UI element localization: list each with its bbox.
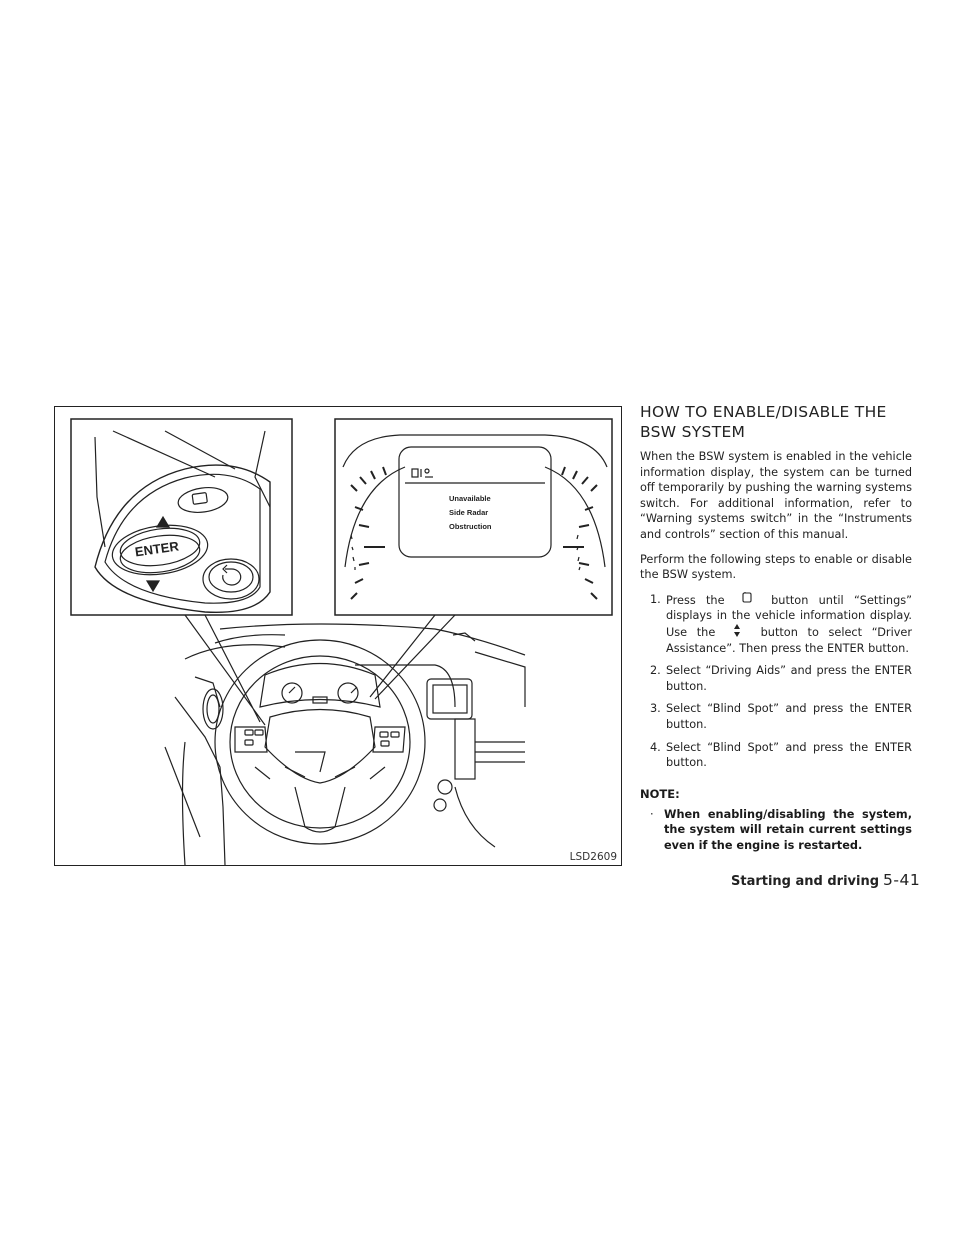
display-line-2: Side Radar [449,508,488,517]
step-text: Select “Blind Spot” and press the ENTER … [666,702,912,731]
menu-button-icon [191,492,208,505]
note-item: · When enabling/disabling the system, th… [640,807,912,854]
display-line-1: Unavailable [449,494,491,503]
note-bullet: · [650,807,654,821]
figure-id: LSD2609 [569,851,617,863]
steering-wheel [214,639,426,845]
bsw-indicator-icon [411,468,433,478]
steering-wheel-illustration: ENTER [70,418,613,866]
illustration-figure: ENTER [54,406,622,866]
step-text-part: Press the [666,593,725,607]
footer-page-number: 5-41 [883,871,921,889]
enter-button-label: ENTER [134,538,180,559]
steps-intro-paragraph: Perform the following steps to enable or… [640,552,912,582]
step-number: 2. [650,664,661,678]
section-heading-line-2: BSW SYSTEM [640,423,746,441]
step-item: 4. Select “Blind Spot” and press the ENT… [650,740,912,771]
steps-list: 1. Press the button until “Settings” dis… [640,591,912,771]
back-icon [222,564,242,586]
note-text: When enabling/disabling the system, the … [664,807,912,852]
step-item: 3. Select “Blind Spot” and press the ENT… [650,701,912,732]
step-text-part: button until “Settings” displays in the … [666,593,912,639]
step-item: 1. Press the button until “Settings” dis… [650,591,912,656]
section-text: HOW TO ENABLE/DISABLE THE BSW SYSTEM Whe… [640,402,912,853]
step-text: Select “Driving Aids” and press the ENTE… [666,664,912,693]
note-title: NOTE: [640,786,680,801]
up-arrow-icon [155,515,171,528]
step-number: 4. [650,740,661,754]
step-text: Select “Blind Spot” and press the ENTER … [666,740,912,770]
down-arrow-icon [145,580,161,593]
display-line-3: Obstruction [449,522,492,531]
section-heading: HOW TO ENABLE/DISABLE THE BSW SYSTEM [640,402,912,442]
step-item: 2. Select “Driving Aids” and press the E… [650,663,912,694]
switch-inset [70,418,293,616]
footer-section-name: Starting and driving [731,874,880,889]
display-inset [334,418,613,616]
switch-closeup: ENTER [94,430,271,614]
step-text-part: button to select “Driver Assistance”. Th… [666,625,912,655]
meter-cluster: Unavailable Side Radar Obstruction [342,434,608,600]
section-heading-line-1: HOW TO ENABLE/DISABLE THE [640,403,887,421]
step-number: 3. [650,702,661,716]
step-number: 1. [650,592,661,606]
up-down-arrows-icon [725,623,751,637]
dashboard [164,623,526,866]
intro-paragraph: When the BSW system is enabled in the ve… [640,450,912,541]
menu-button-icon [735,591,761,605]
callout-line-left [184,614,266,726]
